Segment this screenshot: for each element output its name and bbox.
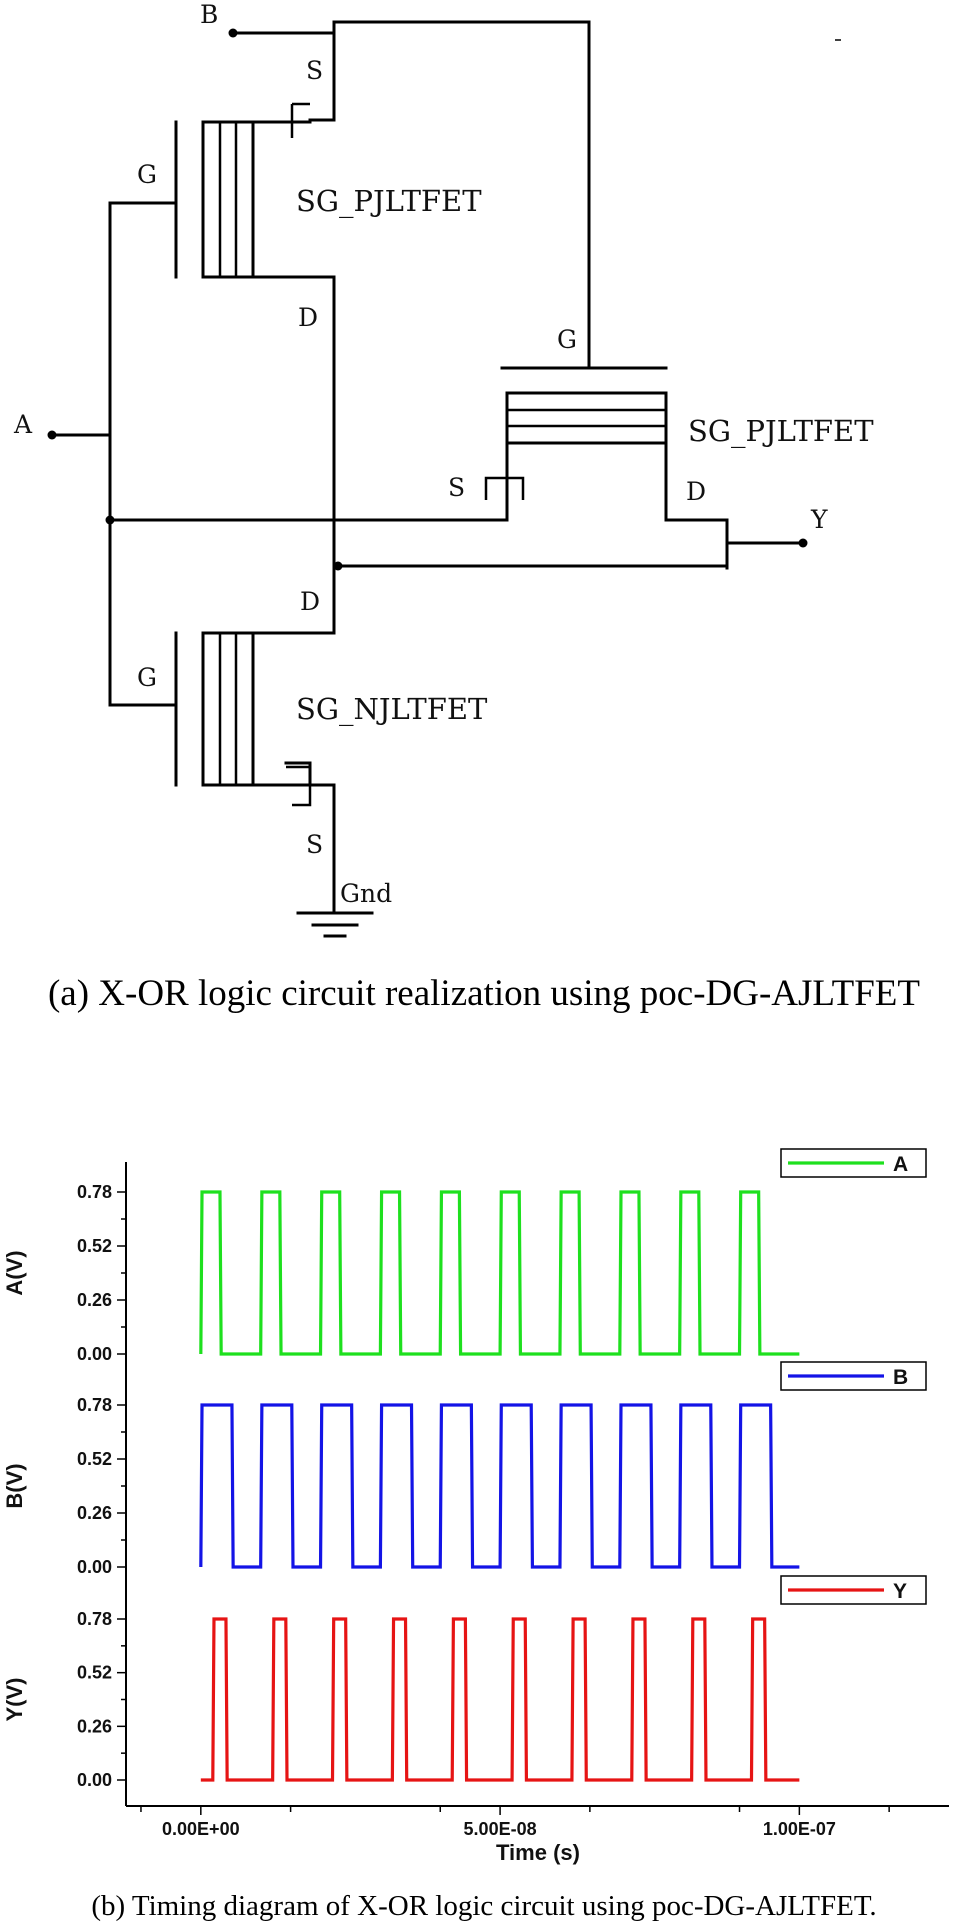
y-tick-label: 0.00 <box>77 1770 112 1790</box>
nfet <box>174 631 374 938</box>
top-pfet-gate-label: G <box>137 160 157 189</box>
mid-pfet-label: SG_PJLTFET <box>688 414 874 449</box>
legend-label: Y <box>893 1580 907 1603</box>
y-tick-label: 0.26 <box>77 1290 112 1310</box>
wire-b-to-top-source <box>308 20 336 122</box>
wire-b-input <box>228 20 591 370</box>
legend-y: Y <box>780 1575 927 1605</box>
nfet-channel <box>201 631 255 787</box>
legend-a: A <box>780 1148 927 1178</box>
nfet-source-bracket <box>292 785 312 807</box>
node-y <box>798 538 808 548</box>
mid-pfet-gate-label: G <box>557 325 577 354</box>
x-tick-label: 0.00E+00 <box>162 1819 240 1839</box>
x-axis-title: Time (s) <box>496 1840 580 1865</box>
y-tick-label: 0.26 <box>77 1503 112 1523</box>
series-y-line <box>200 1617 800 1782</box>
legend-label: A <box>893 1153 908 1176</box>
wire-top-drain-to-nfet-drain <box>251 275 336 635</box>
top-pfet <box>174 102 336 635</box>
y-axis-title-y: Y(V) <box>2 1678 27 1722</box>
label-input-b: B <box>200 0 218 29</box>
y-tick-label: 0.26 <box>77 1716 112 1736</box>
y-tick-label: 0.52 <box>77 1663 112 1683</box>
mid-pfet <box>333 366 808 571</box>
wire-a-input <box>47 201 509 707</box>
chart-panels: 0.000.260.520.78A(V)A0.000.260.520.78B(V… <box>2 1148 927 1790</box>
top-pfet-channel <box>201 120 255 279</box>
caption-b: (b) Timing diagram of X-OR logic circuit… <box>91 1890 876 1922</box>
y-tick-label: 0.78 <box>77 1395 112 1415</box>
x-tick-label: 5.00E-08 <box>464 1819 537 1839</box>
y-axis-title-a: A(V) <box>2 1250 27 1295</box>
timing-chart: 0.000.260.520.78A(V)A0.000.260.520.78B(V… <box>2 1148 949 1865</box>
y-tick-label: 0.52 <box>77 1449 112 1469</box>
series-b-line <box>199 1403 800 1569</box>
mid-pfet-drain-label: D <box>686 477 706 506</box>
schematic: B S G SG_PJLTFET D A <box>13 0 874 938</box>
wire-gate-bus <box>108 201 178 707</box>
y-axis-title-b: B(V) <box>2 1463 27 1508</box>
label-output-y: Y <box>810 505 828 534</box>
wire-a-to-mid-source <box>108 476 509 522</box>
top-pfet-label: SG_PJLTFET <box>296 184 482 219</box>
mid-pfet-channel <box>505 391 668 445</box>
label-gnd: Gnd <box>340 879 392 908</box>
y-tick-label: 0.78 <box>77 1182 112 1202</box>
y-tick-label: 0.78 <box>77 1609 112 1629</box>
top-pfet-source-label: S <box>306 56 323 85</box>
y-tick-label: 0.00 <box>77 1557 112 1577</box>
panel-b: 0.00 0.26 0.52 0.78B(V) B <box>2 1361 927 1577</box>
legend-b: B <box>780 1361 927 1391</box>
label-input-a: A <box>13 410 33 439</box>
nfet-source-label: S <box>306 830 323 859</box>
series-a-line <box>199 1190 800 1356</box>
caption-a: (a) X-OR logic circuit realization using… <box>48 973 920 1014</box>
y-tick-label: 0.52 <box>77 1236 112 1256</box>
x-ticks: 0.00E+00 5.00E-08 1.00E-07 <box>140 1806 890 1839</box>
nfet-drain-label: D <box>300 587 320 616</box>
mid-pfet-source-bracket <box>484 476 525 500</box>
mid-pfet-source-label: S <box>448 473 465 502</box>
y-tick-label: 0.00 <box>77 1344 112 1364</box>
legend-label: B <box>893 1366 908 1389</box>
nfet-label: SG_NJLTFET <box>296 692 488 727</box>
panel-y: 0.00 0.26 0.52 0.78Y(V) Y <box>2 1575 927 1790</box>
nfet-gate-label: G <box>137 663 157 692</box>
x-tick-label: 1.00E-07 <box>763 1819 836 1839</box>
panel-a: 0.00 0.26 0.52 0.78A(V) A <box>2 1148 927 1364</box>
top-pfet-drain-label: D <box>298 303 318 332</box>
